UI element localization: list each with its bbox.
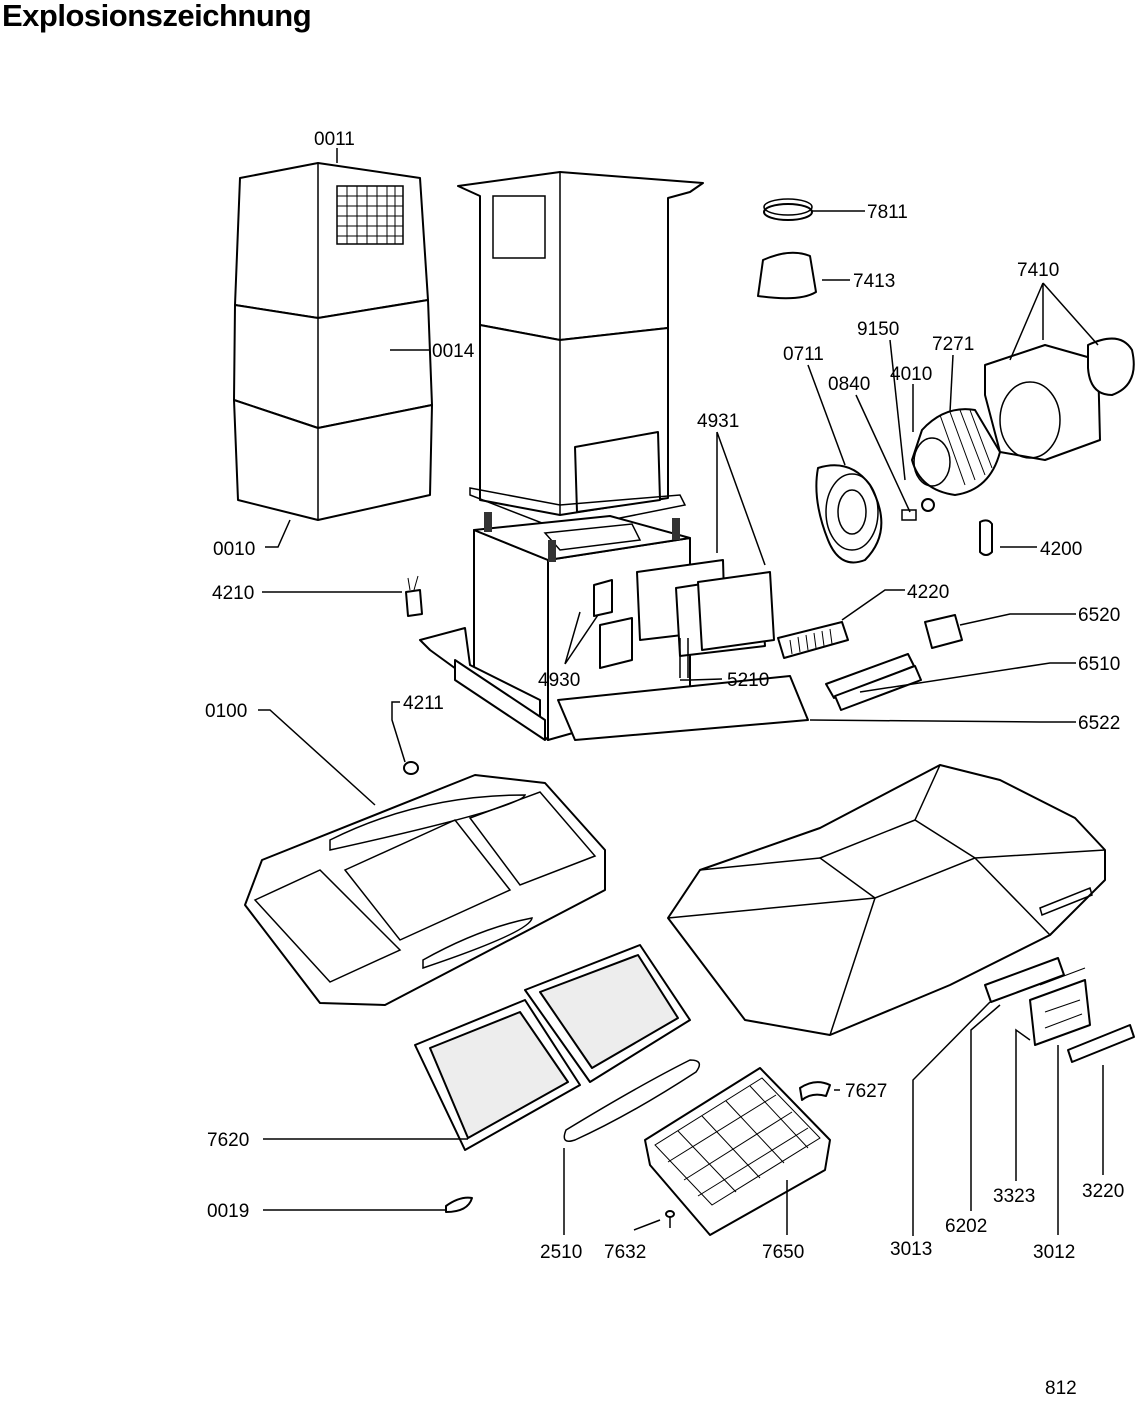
label-6522: 6522 [1078,713,1120,734]
electronics [593,559,775,678]
label-6510: 6510 [1078,654,1120,675]
label-4931: 4931 [697,411,739,432]
label-5210: 5210 [727,670,769,691]
label-2510: 2510 [540,1242,582,1263]
leader-lines [258,148,1104,1236]
control-elements [984,957,1135,1063]
plug-4211 [403,761,419,775]
grease-filters [414,944,691,1151]
inner-duct [457,171,704,531]
label-7650: 7650 [762,1242,804,1263]
label-4200: 4200 [1040,539,1082,560]
label-7632: 7632 [604,1242,646,1263]
label-6520: 6520 [1078,605,1120,626]
label-4211: 4211 [403,693,444,714]
label-0010: 0010 [213,539,255,560]
label-0100: 0100 [205,701,247,722]
label-4210: 4210 [212,583,254,604]
page-number: 812 [1045,1378,1077,1399]
label-4010: 4010 [890,364,932,385]
label-3220: 3220 [1082,1181,1124,1202]
capacitor-4210 [405,575,423,617]
lamp-parts [777,614,963,711]
part-0019 [445,1196,473,1213]
label-0011: 0011 [314,129,355,150]
page-title: Explosionszeichnung [2,0,312,33]
label-0019: 0019 [207,1201,249,1222]
label-9150: 9150 [857,319,899,340]
label-7811: 7811 [867,202,908,223]
label-6202: 6202 [945,1216,987,1237]
part-labels: 0011 0014 0010 4210 0100 4211 4930 4931 … [205,129,1124,1263]
label-3012: 3012 [1033,1242,1075,1263]
charcoal-filter [644,1067,831,1236]
label-7413: 7413 [853,271,895,292]
vent-grille [336,185,404,245]
hood-canopy [667,764,1106,1036]
fan-assembly [757,198,1135,564]
part-7627 [799,1081,831,1101]
label-0840: 0840 [828,374,870,395]
screw-7632 [665,1210,675,1228]
label-3323: 3323 [993,1186,1035,1207]
label-3013: 3013 [890,1239,932,1260]
label-7627: 7627 [845,1081,887,1102]
label-0711: 0711 [783,344,824,365]
label-7620: 7620 [207,1130,249,1151]
label-7410: 7410 [1017,260,1059,281]
gasket-2510 [563,1059,701,1142]
filter-frame [244,774,606,1006]
label-4220: 4220 [907,582,949,603]
chimney-cover [233,162,433,521]
label-0014: 0014 [432,341,475,362]
label-7271: 7271 [932,334,974,355]
label-4930: 4930 [538,670,580,691]
